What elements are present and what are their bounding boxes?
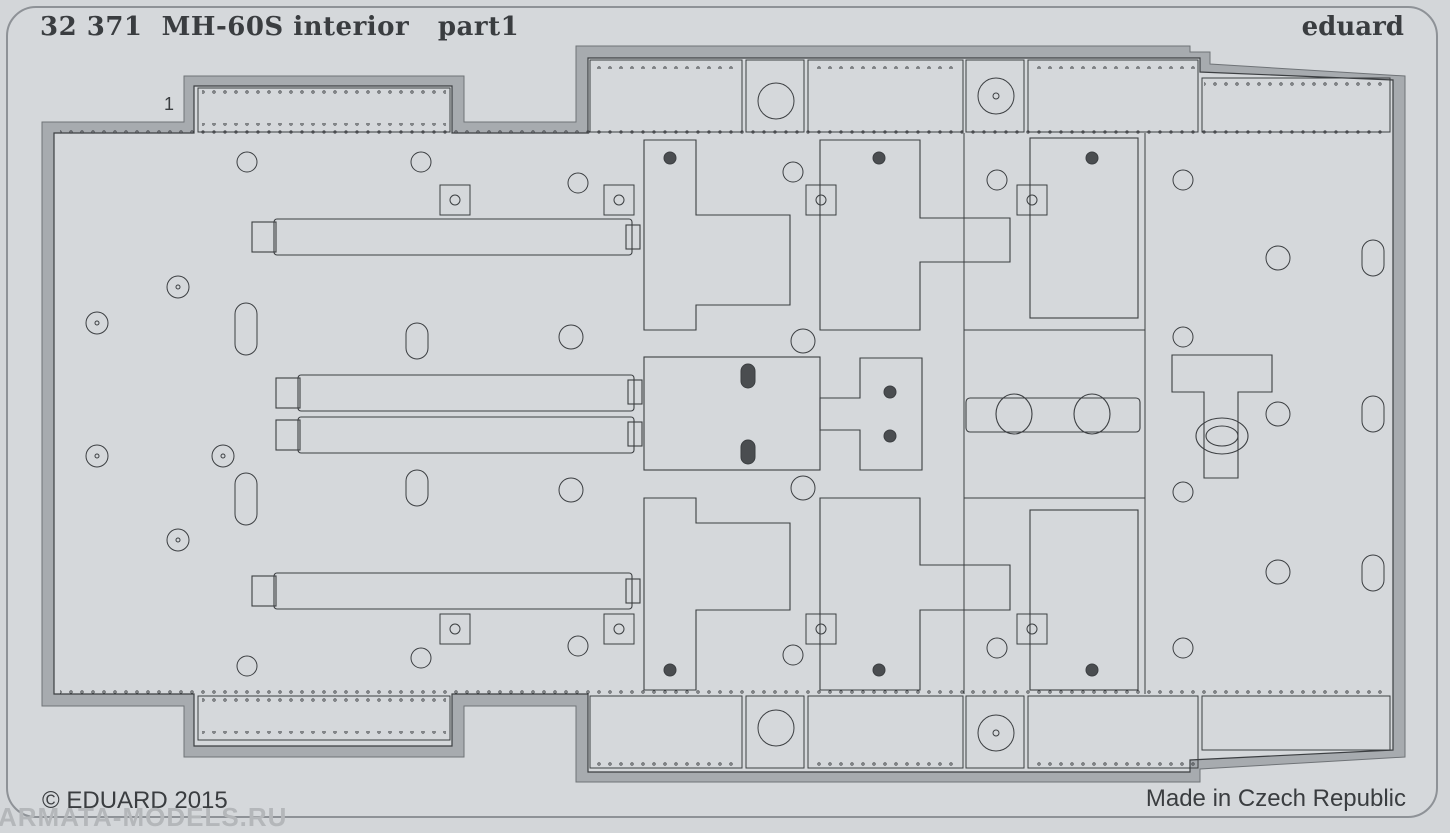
top-panel-3 <box>807 59 964 133</box>
top-panel-5 <box>1027 59 1199 133</box>
top-panel-4 <box>965 59 1025 133</box>
bottom-panel-6 <box>1201 695 1391 751</box>
bottom-tab-left <box>197 695 451 741</box>
fret-title: 32 371 MH-60S interior part1 <box>40 12 520 42</box>
center-plates <box>643 133 1273 694</box>
part-number-label: 1 <box>164 94 175 114</box>
top-panel-6 <box>1201 77 1391 133</box>
brand-logo: eduard <box>1301 12 1404 42</box>
watermark: ARMATA-MODELS.RU <box>0 802 288 832</box>
seat-rails <box>251 218 643 610</box>
bottom-panel-4 <box>965 695 1025 769</box>
copyright-text: © EDUARD 2015 <box>42 787 228 814</box>
top-panel-2 <box>745 59 805 133</box>
top-panel-1 <box>589 59 743 133</box>
fittings <box>85 151 1385 677</box>
bottom-panel-3 <box>807 695 964 769</box>
bottom-panel-2 <box>745 695 805 769</box>
bottom-panel-1 <box>589 695 743 769</box>
origin-text: Made in Czech Republic <box>1145 785 1406 812</box>
top-tab-left <box>197 87 451 133</box>
main-floor-panel <box>53 57 1394 773</box>
bottom-panel-5 <box>1027 695 1199 769</box>
